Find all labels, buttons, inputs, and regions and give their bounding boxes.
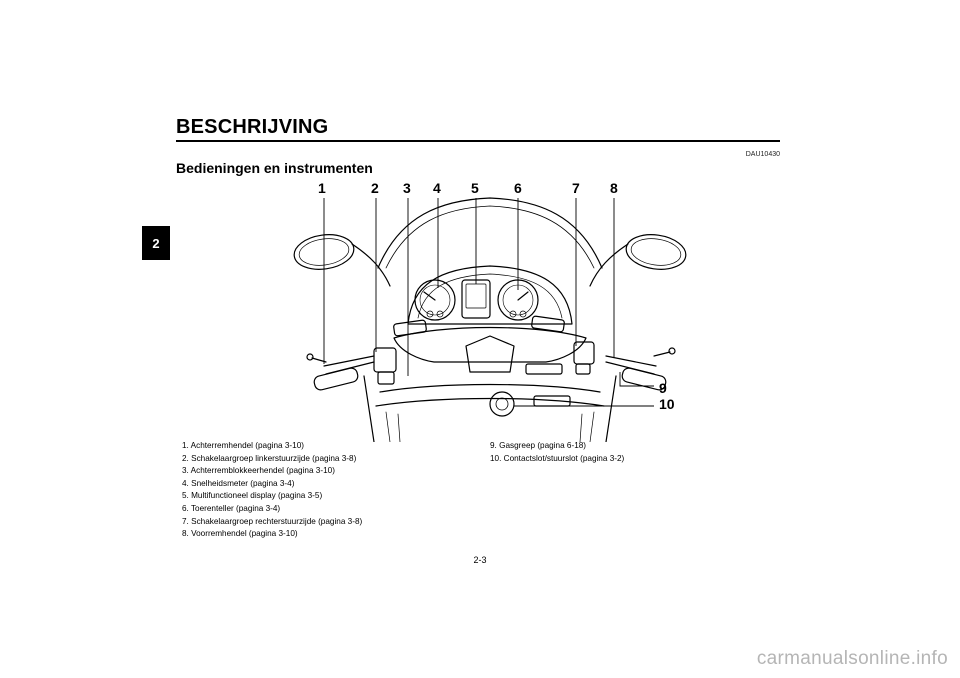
callout-number-2: 2	[371, 180, 379, 196]
callout-number-3: 3	[403, 180, 411, 196]
chapter-tab: 2	[142, 226, 170, 260]
callout-number-5: 5	[471, 180, 479, 196]
callout-number-1: 1	[318, 180, 326, 196]
legend-item: 10. Contactslot/stuurslot (pagina 3-2)	[490, 453, 625, 463]
page-header-title: BESCHRIJVING	[176, 116, 329, 138]
legend-right: 9. Gasgreep (pagina 6-18) 10. Contactslo…	[490, 440, 624, 465]
legend-item: 5. Multifunctioneel display (pagina 3-5)	[182, 491, 323, 501]
legend-item: 3. Achterremblokkeerhendel (pagina 3-10)	[182, 466, 335, 476]
callout-number-7: 7	[572, 180, 580, 196]
legend-item: 9. Gasgreep (pagina 6-18)	[490, 441, 587, 450]
section-title: Bedieningen en instrumenten	[176, 160, 373, 176]
callout-number-6: 6	[514, 180, 522, 196]
callout-number-10: 10	[659, 396, 675, 412]
legend-left: 1. Achterremhendel (pagina 3-10) 2. Scha…	[182, 440, 362, 541]
handlebar-illustration	[293, 197, 687, 442]
watermark-text: carmanualsonline.info	[756, 648, 948, 669]
legend-item: 8. Voorremhendel (pagina 3-10)	[182, 529, 298, 539]
callout-number-8: 8	[610, 180, 618, 196]
legend-item: 7. Schakelaargroep rechterstuurzijde (pa…	[182, 516, 363, 526]
page-number: 2-3	[473, 555, 487, 565]
legend-item: 4. Snelheidsmeter (pagina 3-4)	[182, 478, 295, 488]
callout-number-4: 4	[433, 180, 441, 196]
legend-item: 2. Schakelaargroep linkerstuurzijde (pag…	[182, 453, 357, 463]
legend-item: 1. Achterremhendel (pagina 3-10)	[182, 441, 304, 450]
document-code: DAU10430	[745, 151, 780, 158]
legend-item: 6. Toerenteller (pagina 3-4)	[182, 503, 281, 513]
header-rule	[176, 140, 780, 142]
